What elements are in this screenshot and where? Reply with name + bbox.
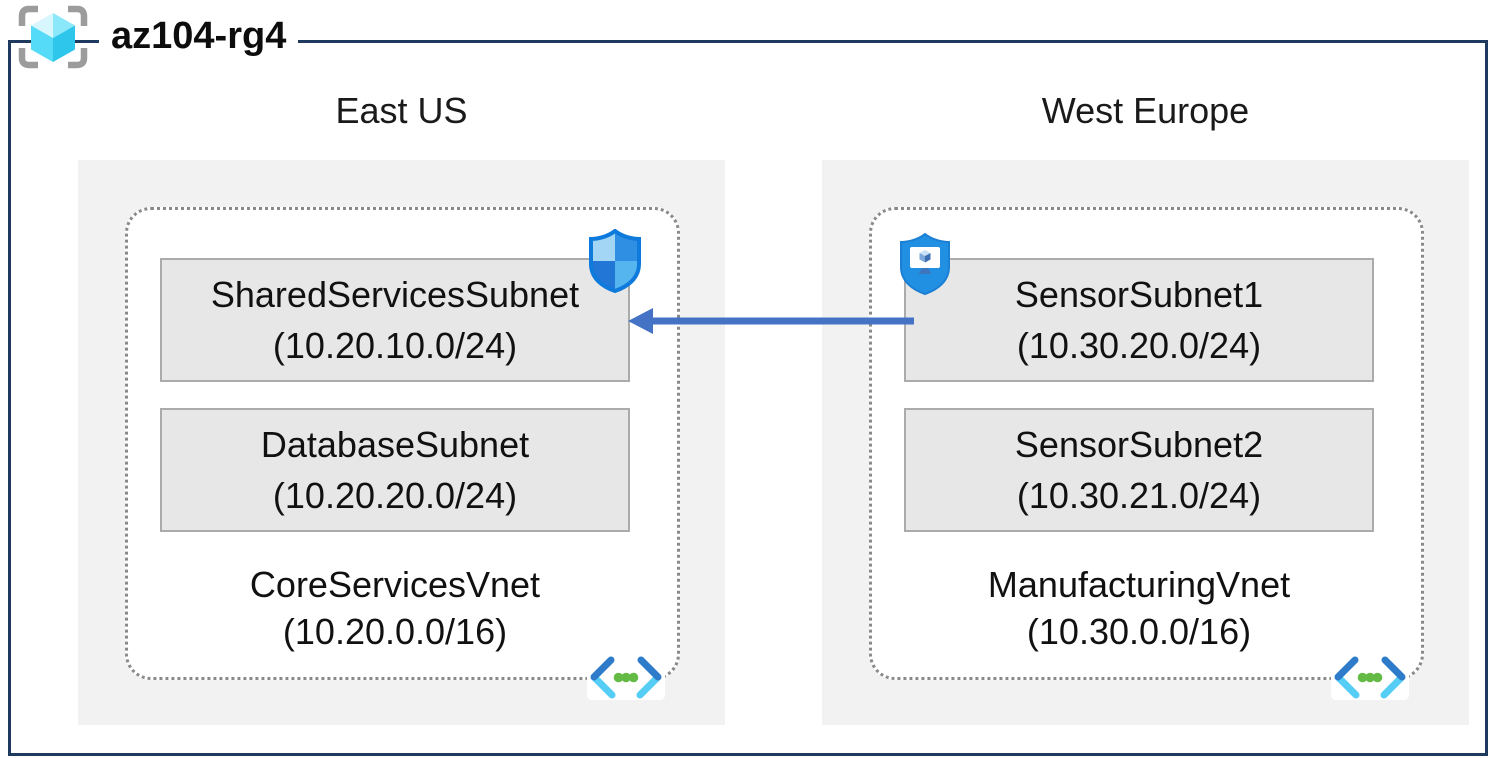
subnet-sensor1: SensorSubnet1 (10.30.20.0/24) <box>904 258 1374 382</box>
subnet-name: DatabaseSubnet <box>260 423 530 465</box>
application-security-group-shield-icon <box>897 232 953 296</box>
vnet-cidr: (10.30.0.0/16) <box>1026 610 1252 652</box>
vnet-name: CoreServicesVnet <box>249 564 541 605</box>
vnet-coreservices: SharedServicesSubnet (10.20.10.0/24) Dat… <box>125 207 680 700</box>
region-title-east-us: East US <box>335 90 468 131</box>
subnet-sensor2: SensorSubnet2 (10.30.21.0/24) <box>904 408 1374 532</box>
vnet-name: ManufacturingVnet <box>987 564 1291 605</box>
subnet-cidr: (10.30.20.0/24) <box>1016 325 1262 366</box>
subnet-sharedservices: SharedServicesSubnet (10.20.10.0/24) <box>160 258 630 382</box>
resource-group-name: az104-rg4 <box>99 10 299 64</box>
network-security-group-shield-icon <box>587 229 643 293</box>
vnet-cidr: (10.20.0.0/16) <box>282 610 508 652</box>
resource-group-header: az104-rg4 <box>16 5 299 69</box>
subnet-cidr: (10.20.20.0/24) <box>272 475 518 516</box>
virtual-network-icon <box>1331 652 1409 700</box>
region-title-west-europe: West Europe <box>1041 90 1250 131</box>
virtual-network-icon <box>587 652 665 700</box>
region-east-us: SharedServicesSubnet (10.20.10.0/24) Dat… <box>78 160 725 725</box>
vnet-manufacturing: SensorSubnet1 (10.30.20.0/24) SensorSubn… <box>869 207 1424 700</box>
subnet-name: SensorSubnet1 <box>1014 273 1264 315</box>
vnet-label-coreservices: CoreServicesVnet (10.20.0.0/16) <box>160 562 630 656</box>
resource-group-icon <box>16 5 90 69</box>
subnet-cidr: (10.30.21.0/24) <box>1016 475 1262 516</box>
subnet-database: DatabaseSubnet (10.20.20.0/24) <box>160 408 630 532</box>
vnet-label-manufacturing: ManufacturingVnet (10.30.0.0/16) <box>904 562 1374 656</box>
subnet-name: SharedServicesSubnet <box>210 273 580 315</box>
resource-group-frame <box>8 40 1488 756</box>
peering-arrow <box>628 301 916 341</box>
region-west-europe: SensorSubnet1 (10.30.20.0/24) SensorSubn… <box>822 160 1469 725</box>
subnet-name: SensorSubnet2 <box>1014 423 1264 465</box>
subnet-cidr: (10.20.10.0/24) <box>272 325 518 366</box>
